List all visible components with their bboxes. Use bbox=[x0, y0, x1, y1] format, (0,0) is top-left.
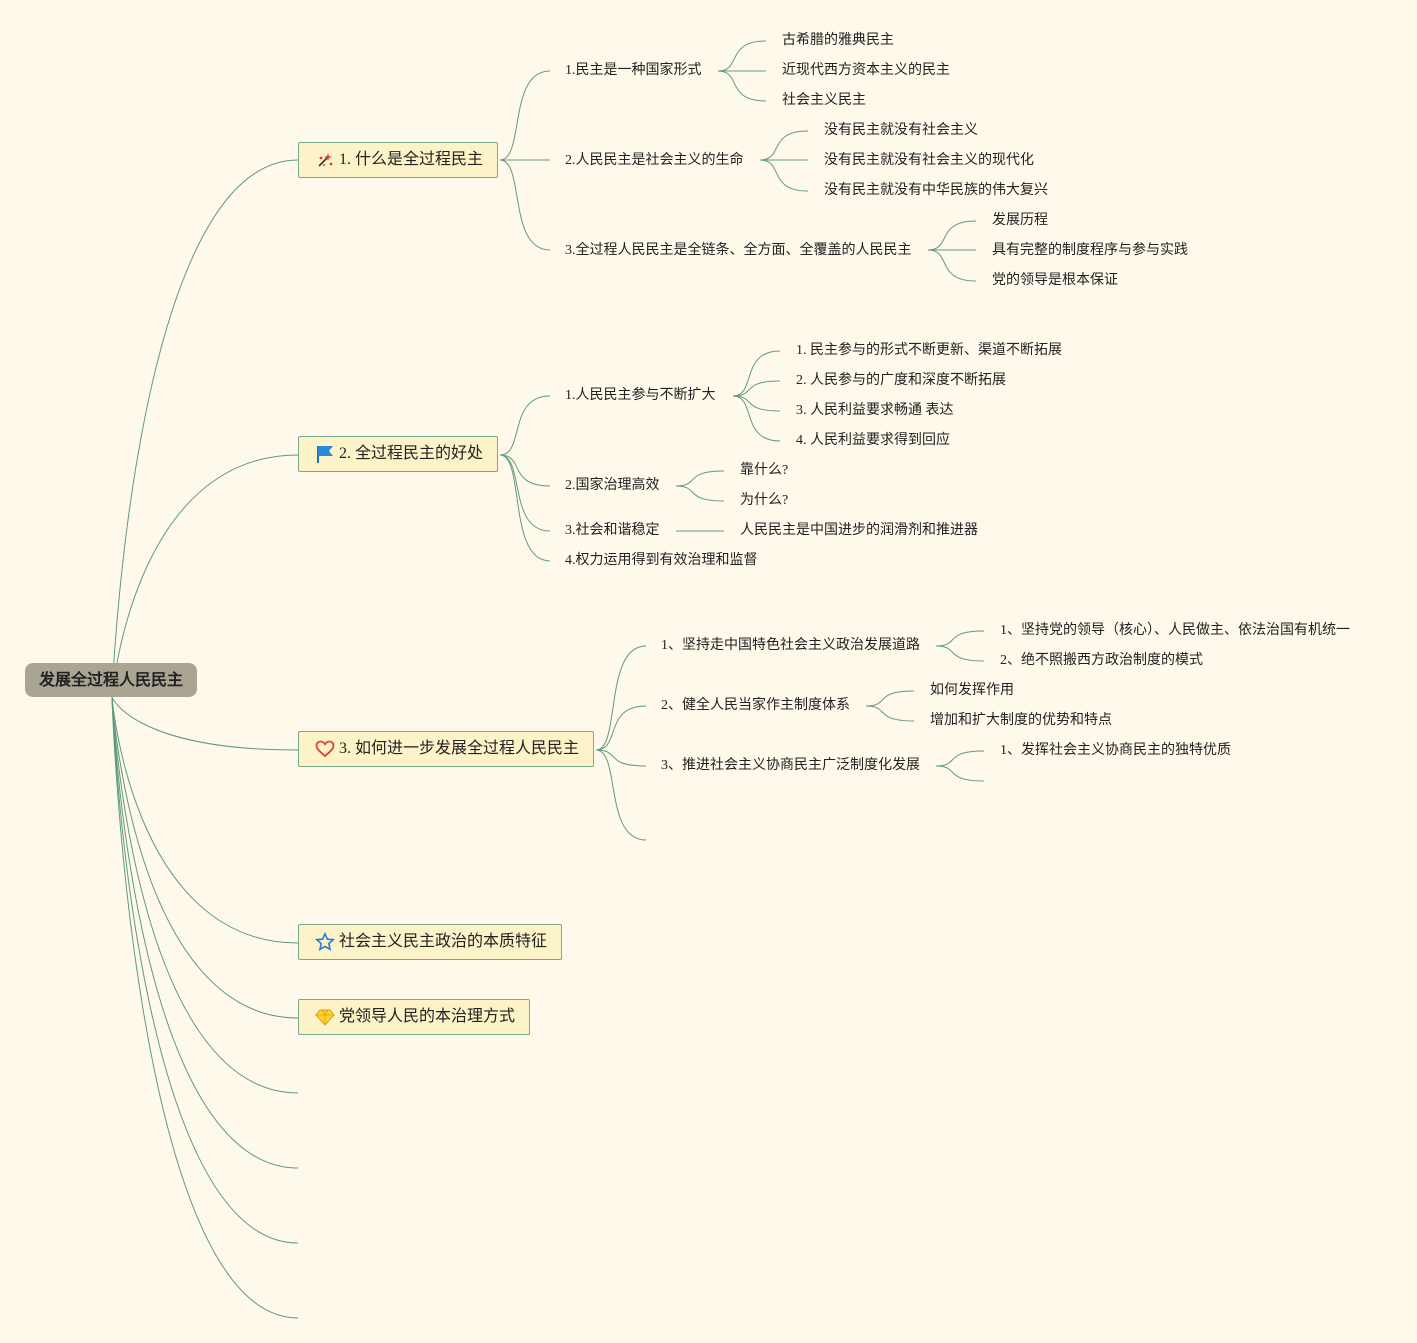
leaf-topic[interactable]: 没有民主就没有中华民族的伟大复兴 bbox=[824, 183, 1048, 198]
connector bbox=[927, 249, 977, 282]
root-connector bbox=[111, 696, 299, 1019]
connector bbox=[499, 70, 551, 161]
subtopic[interactable]: 1、坚持走中国特色社会主义政治发展道路 bbox=[661, 638, 920, 653]
sparkle-wand-icon bbox=[315, 150, 335, 170]
connector bbox=[595, 705, 647, 751]
connector bbox=[717, 70, 767, 102]
connector bbox=[499, 454, 551, 532]
topic-label: 2. 全过程民主的好处 bbox=[339, 445, 484, 462]
subtopic[interactable]: 2.国家治理高效 bbox=[565, 478, 660, 493]
subtopic[interactable]: 1.民主是一种国家形式 bbox=[565, 63, 702, 78]
connector bbox=[499, 395, 551, 456]
topic-governance-method[interactable]: 党领导人民的本治理方式 bbox=[298, 999, 531, 1035]
gem-icon bbox=[315, 1007, 335, 1027]
root-connector bbox=[111, 696, 299, 1244]
connector bbox=[732, 395, 781, 442]
connector bbox=[927, 220, 977, 251]
connector bbox=[595, 645, 647, 751]
leaf-topic[interactable]: 靠什么? bbox=[740, 463, 789, 478]
connector bbox=[595, 749, 647, 767]
subtopic[interactable]: 1.人民民主参与不断扩大 bbox=[565, 388, 716, 403]
leaf-topic[interactable]: 4. 人民利益要求得到回应 bbox=[796, 433, 950, 448]
connector bbox=[675, 485, 725, 502]
connector bbox=[717, 40, 767, 72]
root-connector bbox=[111, 696, 299, 1319]
leaf-topic[interactable]: 2、绝不照搬西方政治制度的模式 bbox=[1000, 653, 1203, 668]
connector bbox=[499, 454, 551, 562]
subtopic[interactable]: 2、健全人民当家作主制度体系 bbox=[661, 698, 850, 713]
topic-label: 社会主义民主政治的本质特征 bbox=[339, 933, 548, 950]
root-connector bbox=[111, 159, 299, 698]
leaf-topic[interactable]: 1、发挥社会主义协商民主的独特优质 bbox=[1000, 743, 1231, 758]
connector bbox=[759, 130, 809, 161]
star-icon bbox=[315, 932, 335, 952]
root-connector bbox=[111, 696, 299, 1094]
connector bbox=[865, 705, 915, 722]
leaf-topic[interactable]: 增加和扩大制度的优势和特点 bbox=[930, 713, 1112, 728]
root-connector bbox=[111, 696, 299, 751]
leaf-topic[interactable]: 为什么? bbox=[740, 493, 789, 508]
leaf-topic[interactable]: 没有民主就没有社会主义的现代化 bbox=[824, 153, 1034, 168]
leaf-topic[interactable]: 如何发挥作用 bbox=[930, 683, 1014, 698]
leaf-topic[interactable]: 3. 人民利益要求畅通 表达 bbox=[796, 403, 954, 418]
topic-benefits[interactable]: 2. 全过程民主的好处 bbox=[298, 436, 499, 472]
connector bbox=[935, 645, 985, 662]
leaf-topic[interactable]: 没有民主就没有社会主义 bbox=[824, 123, 978, 138]
topic-how-to-develop[interactable]: 3. 如何进一步发展全过程人民民主 bbox=[298, 731, 595, 767]
subtopic[interactable]: 3.社会和谐稳定 bbox=[565, 523, 660, 538]
leaf-topic[interactable]: 近现代西方资本主义的民主 bbox=[782, 63, 950, 78]
root-topic[interactable]: 发展全过程人民民主 bbox=[25, 663, 198, 697]
connector bbox=[595, 749, 647, 841]
connector bbox=[935, 630, 985, 647]
topic-label: 1. 什么是全过程民主 bbox=[339, 151, 484, 168]
leaf-topic[interactable]: 1、坚持党的领导（核心）、人民做主、依法治国有机统一 bbox=[1000, 623, 1350, 638]
root-connector bbox=[111, 696, 299, 1169]
connector bbox=[675, 470, 725, 487]
connector bbox=[935, 750, 985, 767]
root-connector bbox=[111, 696, 299, 944]
leaf-topic[interactable]: 2. 人民参与的广度和深度不断拓展 bbox=[796, 373, 1006, 388]
connector bbox=[732, 395, 781, 412]
connector bbox=[759, 159, 809, 192]
connector bbox=[865, 690, 915, 707]
leaf-topic[interactable]: 人民民主是中国进步的润滑剂和推进器 bbox=[740, 523, 978, 538]
subtopic[interactable]: 4.权力运用得到有效治理和监督 bbox=[565, 553, 758, 568]
topic-essential-features[interactable]: 社会主义民主政治的本质特征 bbox=[298, 924, 563, 960]
leaf-topic[interactable]: 1. 民主参与的形式不断更新、渠道不断拓展 bbox=[796, 343, 1062, 358]
leaf-topic[interactable]: 具有完整的制度程序与参与实践 bbox=[992, 243, 1188, 258]
connector bbox=[935, 765, 985, 782]
leaf-topic[interactable]: 社会主义民主 bbox=[782, 93, 866, 108]
subtopic[interactable]: 3.全过程人民民主是全链条、全方面、全覆盖的人民民主 bbox=[565, 243, 912, 258]
subtopic[interactable]: 3、推进社会主义协商民主广泛制度化发展 bbox=[661, 758, 920, 773]
leaf-topic[interactable]: 发展历程 bbox=[992, 213, 1048, 228]
subtopic[interactable]: 2.人民民主是社会主义的生命 bbox=[565, 153, 744, 168]
connector bbox=[499, 454, 551, 487]
topic-what-is-whole-process-democracy[interactable]: 1. 什么是全过程民主 bbox=[298, 142, 499, 178]
connector bbox=[732, 350, 781, 397]
heart-icon bbox=[315, 739, 335, 759]
connector bbox=[499, 159, 551, 251]
topic-label: 3. 如何进一步发展全过程人民民主 bbox=[339, 740, 580, 757]
blue-flag-icon bbox=[315, 444, 335, 464]
topic-label: 党领导人民的本治理方式 bbox=[339, 1008, 516, 1025]
connector bbox=[732, 380, 781, 397]
leaf-topic[interactable]: 党的领导是根本保证 bbox=[992, 273, 1118, 288]
leaf-topic[interactable]: 古希腊的雅典民主 bbox=[782, 33, 894, 48]
root-connector bbox=[111, 454, 299, 698]
